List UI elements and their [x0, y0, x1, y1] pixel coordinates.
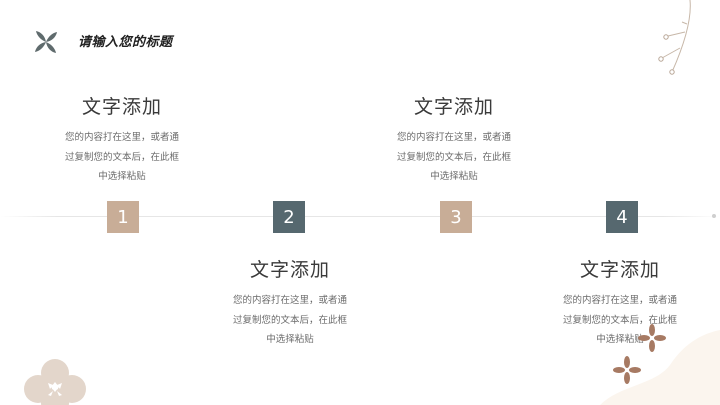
- small-flowers-icon: [613, 324, 666, 384]
- timeline-end-dot: [712, 214, 716, 218]
- step-body[interactable]: 您的内容打在这里，或者通 过复制您的文本后，在此框 中选择粘贴: [396, 132, 511, 182]
- step-3-text: 文字添加 您的内容打在这里，或者通 过复制您的文本后，在此框 中选择粘贴: [374, 92, 534, 187]
- step-heading[interactable]: 文字添加: [413, 96, 494, 118]
- four-petal-flower-icon: [35, 31, 57, 53]
- step-number-3[interactable]: 3: [440, 201, 472, 233]
- page-title[interactable]: 请输入您的标题: [78, 35, 173, 50]
- step-number-2[interactable]: 2: [273, 201, 305, 233]
- step-number-4[interactable]: 4: [606, 201, 638, 233]
- step-body[interactable]: 您的内容打在这里，或者通 过复制您的文本后，在此框 中选择粘贴: [64, 132, 179, 182]
- branch-icon: [658, 0, 691, 75]
- step-body[interactable]: 您的内容打在这里，或者通 过复制您的文本后，在此框 中选择粘贴: [562, 295, 677, 345]
- step-heading[interactable]: 文字添加: [81, 96, 162, 118]
- timeline-line: [0, 216, 720, 217]
- step-number-1[interactable]: 1: [107, 201, 139, 233]
- step-1-text: 文字添加 您的内容打在这里，或者通 过复制您的文本后，在此框 中选择粘贴: [42, 92, 202, 187]
- step-4-text: 文字添加 您的内容打在这里，或者通 过复制您的文本后，在此框 中选择粘贴: [540, 255, 700, 350]
- step-heading[interactable]: 文字添加: [579, 259, 660, 281]
- step-heading[interactable]: 文字添加: [249, 259, 330, 281]
- step-2-text: 文字添加 您的内容打在这里，或者通 过复制您的文本后，在此框 中选择粘贴: [210, 255, 370, 350]
- step-body[interactable]: 您的内容打在这里，或者通 过复制您的文本后，在此框 中选择粘贴: [232, 295, 347, 345]
- background-blob: [600, 330, 720, 405]
- clover-flower-icon: [24, 359, 86, 405]
